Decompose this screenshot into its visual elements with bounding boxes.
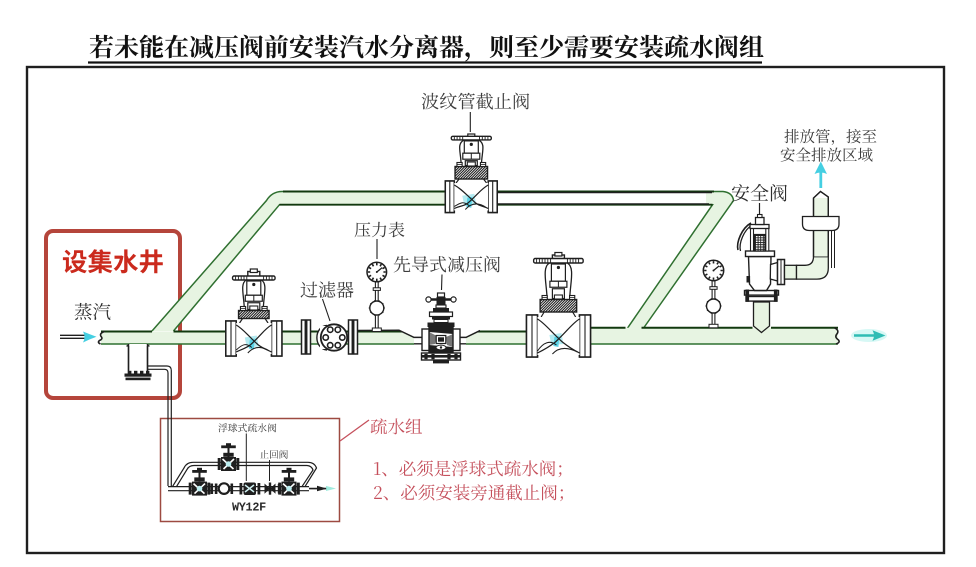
svg-text:WY12F: WY12F [232, 501, 266, 515]
